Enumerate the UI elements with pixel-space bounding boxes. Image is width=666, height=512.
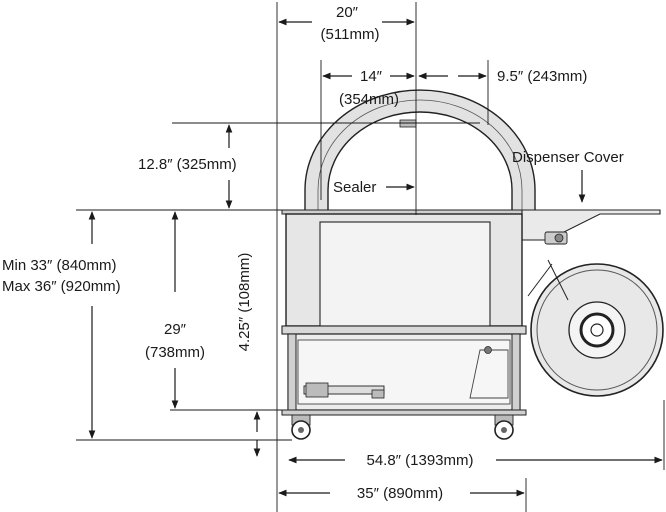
arch: [304, 89, 536, 213]
top-width-mm-label: (511mm): [321, 26, 380, 43]
arch-width-label: 14″: [360, 68, 383, 85]
arch-width-mm-label: (354mm): [339, 91, 399, 108]
frame-height-mm-label: (738mm): [145, 344, 205, 361]
strapping-machine: [281, 89, 664, 440]
base-length-label: 35″ (890mm): [357, 485, 443, 502]
frame-height-label: 29″: [164, 321, 187, 338]
dispenser-knob: [554, 233, 564, 243]
inner-compartment: [297, 339, 511, 405]
sealer-label: Sealer: [333, 179, 376, 196]
base-frame: [281, 409, 527, 416]
caster-left: [291, 414, 311, 440]
caster-right: [494, 414, 514, 440]
table-height-min-label: Min 33″ (840mm): [2, 257, 117, 274]
arch-height-label: 12.8″ (325mm): [138, 156, 237, 173]
dispenser-cover-shelf: [521, 209, 661, 241]
side-offset-label: 9.5″ (243mm): [497, 68, 587, 85]
strap-coil-dispenser: [527, 259, 664, 397]
table-height-max-label: Max 36″ (920mm): [2, 278, 121, 295]
overall-length-label: 54.8″ (1393mm): [366, 452, 473, 469]
top-width-label: 20″: [336, 4, 359, 21]
caster-height-label: 4.25″ (108mm): [236, 253, 253, 352]
front-panel: [319, 221, 491, 327]
dispenser-cover-label: Dispenser Cover: [512, 149, 624, 166]
dimension-lines: [76, 2, 665, 512]
mid-rail: [281, 325, 527, 335]
